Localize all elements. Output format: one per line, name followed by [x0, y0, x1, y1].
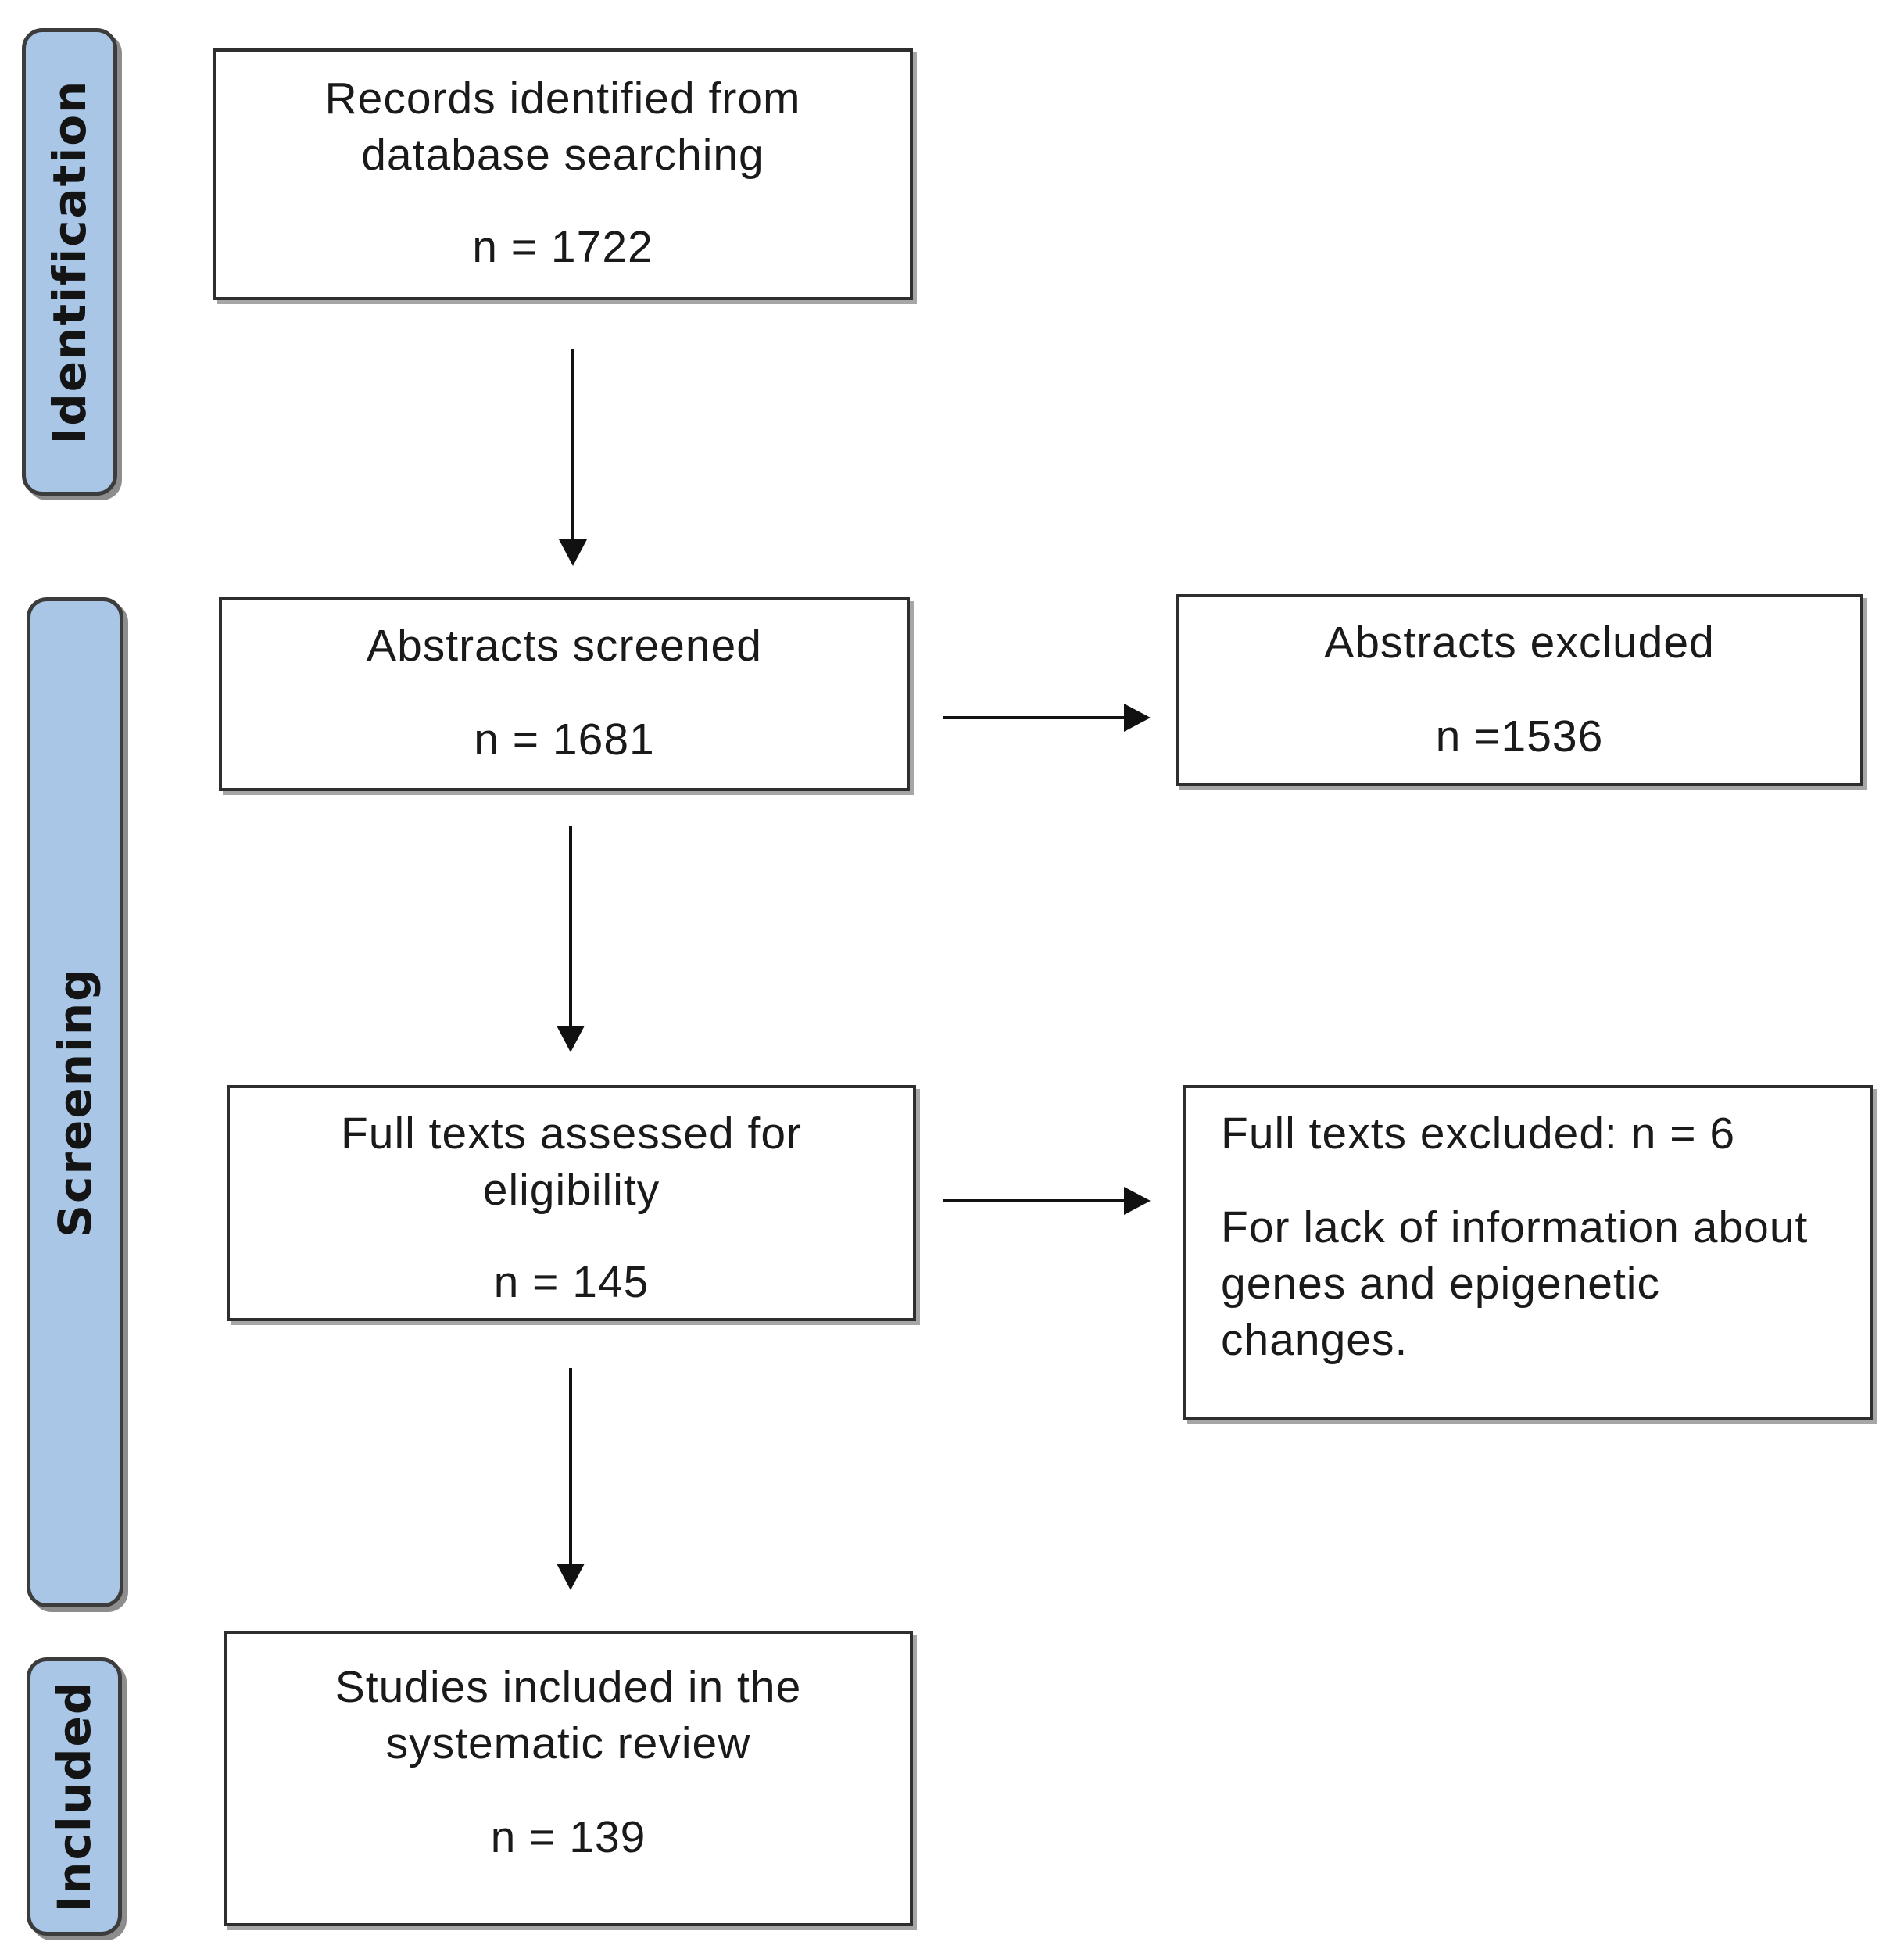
studies-included-count: n = 139 [490, 1812, 646, 1862]
full-texts-assessed-line1: Full texts assessed for [340, 1109, 803, 1159]
records-identified-box: Records identified from database searchi… [213, 48, 913, 300]
records-identified-count: n = 1722 [472, 222, 653, 272]
full-texts-excluded-line3: genes and epigenetic [1221, 1259, 1660, 1309]
stage-identification: Identification [22, 28, 117, 496]
records-identified-line2: database searching [361, 130, 764, 180]
stage-included: Included [27, 1657, 122, 1936]
stage-screening: Screening [27, 597, 123, 1607]
studies-included-line2: systematic review [385, 1718, 751, 1768]
stage-screening-label: Screening [48, 967, 102, 1238]
full-texts-excluded-line4: changes. [1221, 1315, 1408, 1365]
full-texts-excluded-line1: Full texts excluded: n = 6 [1221, 1109, 1736, 1159]
stage-identification-label: Identification [43, 79, 96, 445]
studies-included-box: Studies included in the systematic revie… [224, 1631, 913, 1926]
full-texts-assessed-line2: eligibility [482, 1165, 660, 1215]
full-texts-excluded-box: Full texts excluded: n = 6 For lack of i… [1183, 1085, 1873, 1420]
abstracts-screened-line1: Abstracts screened [367, 621, 762, 671]
studies-included-line1: Studies included in the [335, 1662, 802, 1712]
full-texts-assessed-count: n = 145 [493, 1257, 650, 1307]
full-texts-excluded-line2: For lack of information about [1221, 1202, 1809, 1252]
full-texts-assessed-box: Full texts assessed for eligibility n = … [227, 1085, 916, 1321]
abstracts-excluded-count: n =1536 [1435, 711, 1604, 761]
abstracts-screened-box: Abstracts screened n = 1681 [219, 597, 910, 791]
records-identified-line1: Records identified from [324, 73, 801, 124]
abstracts-excluded-box: Abstracts excluded n =1536 [1176, 594, 1863, 786]
abstracts-screened-count: n = 1681 [474, 715, 655, 765]
abstracts-excluded-line1: Abstracts excluded [1324, 618, 1715, 668]
stage-included-label: Included [48, 1680, 101, 1913]
